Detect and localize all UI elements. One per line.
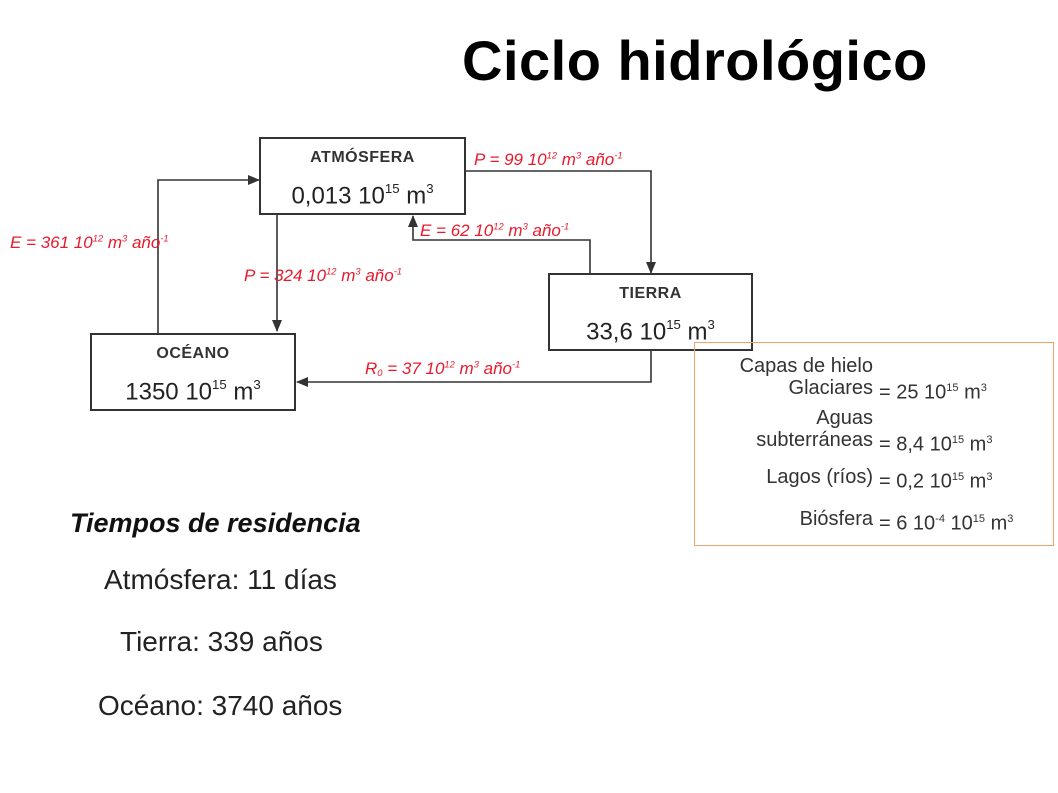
flow-label-evap-oceano: E = 361 1012 m3 año-1 — [10, 233, 169, 252]
flow-label-runoff: R0 = 37 1012 m3 año-1 — [365, 359, 521, 378]
storage-label-lagos: Lagos (ríos) — [766, 466, 873, 488]
arrow-runoff — [296, 350, 652, 387]
node-value: 1350 1015 m3 — [125, 377, 261, 406]
residence-title: Tiempos de residencia — [70, 508, 361, 538]
storage-panel: Capas de hielo Glaciares = 25 1015 m3 Ag… — [694, 342, 1054, 546]
flow-label-evap-tierra: E = 62 1012 m3 año-1 — [420, 221, 570, 240]
node-tierra: TIERRA 33,6 1015 m3 — [548, 273, 753, 351]
residence-atmosfera: Atmósfera: 11 días — [104, 564, 337, 595]
arrow-precip-tierra — [466, 170, 656, 274]
node-oceano: OCÉANO 1350 1015 m3 — [90, 333, 296, 411]
node-atmosfera: ATMÓSFERA 0,013 1015 m3 — [259, 137, 466, 215]
storage-value-biosfera: = 6 10-4 1015 m3 — [879, 512, 1014, 535]
residence-oceano: Océano: 3740 años — [98, 690, 343, 721]
storage-label-hielo: Capas de hielo Glaciares — [739, 355, 873, 399]
page-title: Ciclo hidrológico — [462, 29, 928, 92]
flow-label-precip-tierra: P = 99 1012 m3 año-1 — [474, 150, 623, 169]
arrow-evap-tierra — [408, 215, 591, 273]
node-value: 0,013 1015 m3 — [291, 181, 434, 210]
node-name: OCÉANO — [156, 345, 230, 362]
node-value: 33,6 1015 m3 — [586, 317, 715, 346]
storage-label-subterraneas: Aguas subterráneas — [756, 407, 873, 451]
residence-tierra: Tierra: 339 años — [120, 626, 323, 657]
node-name: ATMÓSFERA — [310, 149, 415, 166]
storage-value-lagos: = 0,2 1015 m3 — [879, 470, 993, 493]
node-name: TIERRA — [619, 285, 682, 302]
flow-label-precip-oceano: P = 324 1012 m3 año-1 — [244, 266, 402, 285]
arrow-evap-oceano — [157, 175, 260, 333]
storage-value-subterraneas: = 8,4 1015 m3 — [879, 433, 993, 456]
storage-label-biosfera: Biósfera — [799, 508, 873, 530]
storage-value-hielo: = 25 1015 m3 — [879, 381, 987, 404]
